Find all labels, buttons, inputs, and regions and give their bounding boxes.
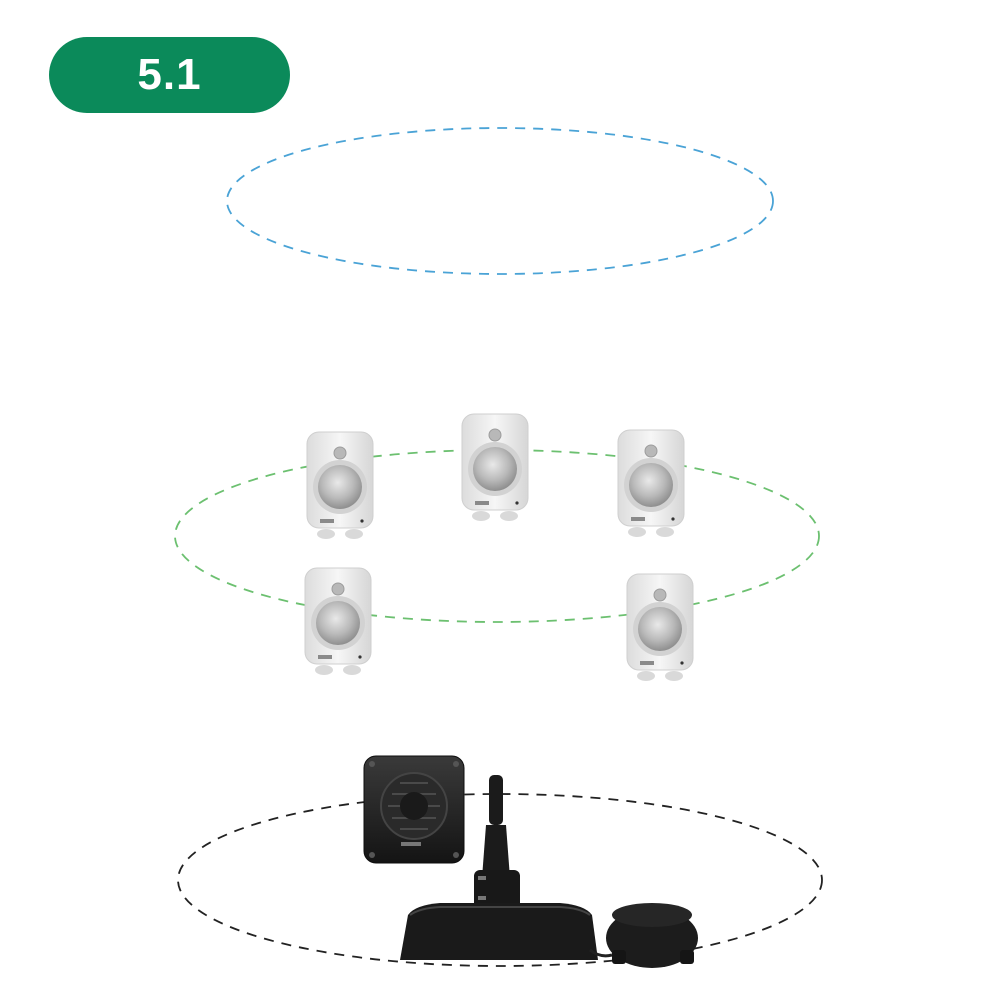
speaker-front-right: [617, 429, 685, 538]
speaker-center: [461, 413, 529, 522]
speaker-surround-left: [304, 567, 372, 676]
speaker-surround-right: [626, 573, 694, 682]
subwoofer: [363, 755, 465, 864]
layout-badge: 5.1: [49, 37, 290, 113]
glm-network-adapter: [589, 903, 698, 968]
base-tier-ring: [177, 793, 823, 967]
main-tier-ring: [174, 449, 820, 623]
calibration-microphone: [400, 775, 598, 960]
height-tier-ring: [226, 127, 774, 275]
layout-badge-label: 5.1: [137, 50, 202, 99]
speaker-front-left: [306, 431, 374, 540]
